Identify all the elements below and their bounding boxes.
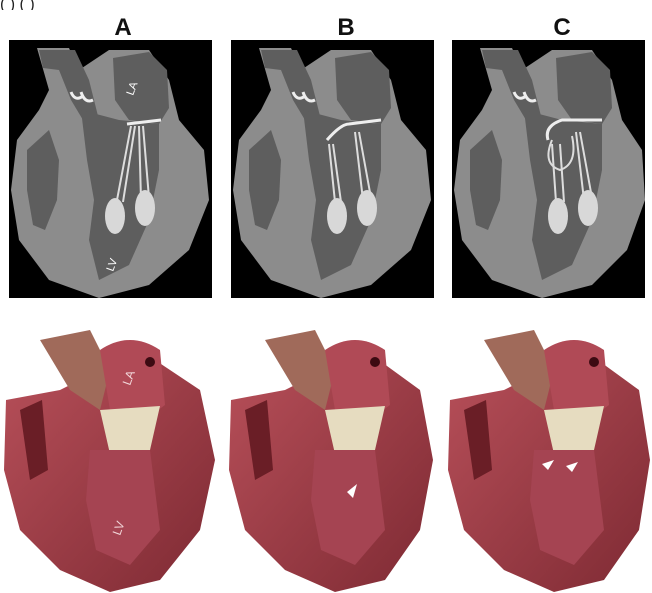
schematic-b — [231, 40, 434, 298]
papillary-muscle — [135, 190, 155, 226]
papillary-muscle — [357, 190, 377, 226]
pulmonary-vein-hole — [370, 357, 380, 367]
panel-label-a: A — [93, 14, 153, 42]
render-b — [225, 330, 435, 593]
cropped-header-text: ( ) ( ) — [0, 0, 652, 10]
papillary-muscle — [105, 198, 125, 234]
panel-label-b: B — [316, 14, 376, 42]
render-c — [444, 330, 652, 593]
left-atrium-block — [544, 340, 609, 416]
panel-label-c: C — [532, 14, 592, 42]
pulmonary-vein-hole — [145, 357, 155, 367]
schematic-c — [452, 40, 645, 298]
render-a: LA LV — [0, 330, 218, 593]
papillary-muscle — [327, 198, 347, 234]
papillary-muscle — [548, 198, 568, 234]
pulmonary-vein-hole — [589, 357, 599, 367]
left-atrium-block — [325, 340, 390, 416]
papillary-muscle — [578, 190, 598, 226]
schematic-a: LA LV — [9, 40, 212, 298]
